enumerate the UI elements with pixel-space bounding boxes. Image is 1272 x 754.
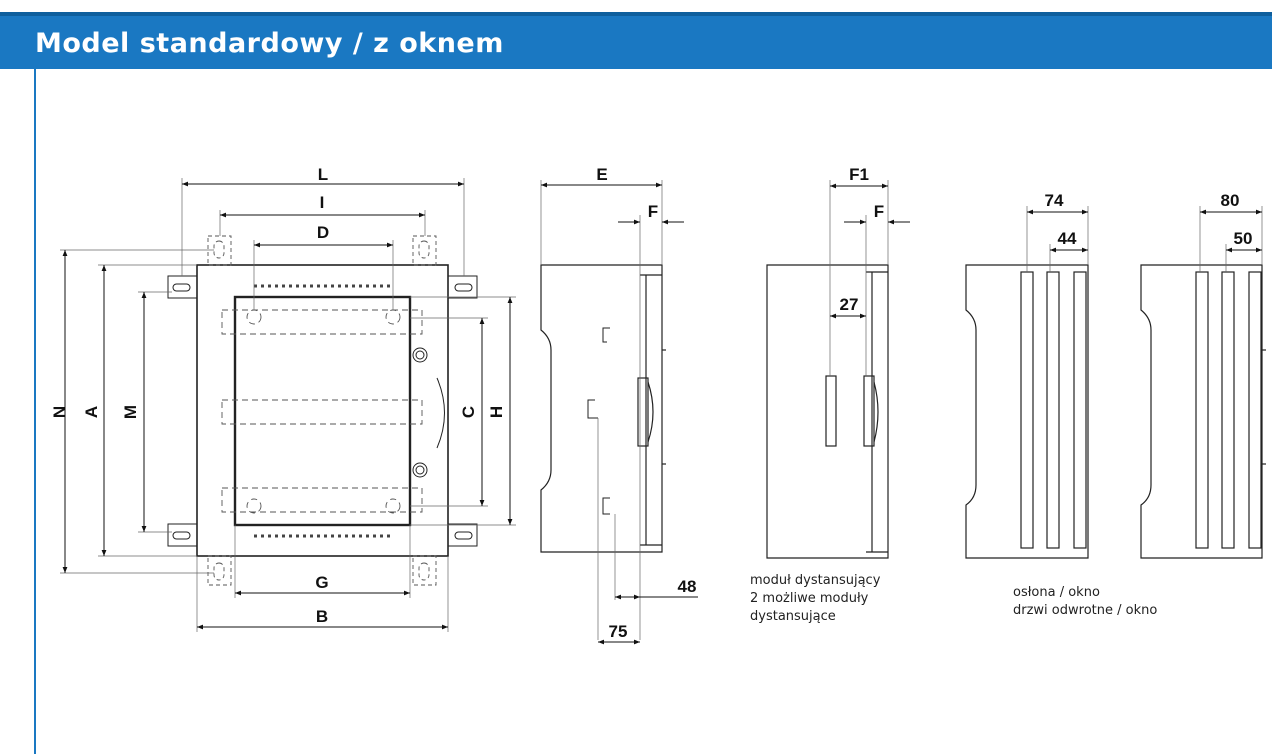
hinge-top [412,347,428,363]
spacer-caption-line-3: dystansujące [750,609,836,624]
dim-label-M: M [121,405,140,419]
dim-label-44: 44 [1058,229,1077,248]
spacer-caption-line-2: 2 możliwe moduły [750,591,869,606]
front-view [60,178,516,632]
cover-view-right [1140,206,1266,559]
dim-label-I: I [320,193,325,212]
dim-label-F1: F1 [849,165,869,184]
page-title: Model standardowy / z oknem [35,28,504,59]
hinge-bottom [412,462,428,478]
dim-label-F-side: F [648,202,658,221]
din-rails [221,309,423,514]
cover-view-left [965,206,1089,559]
dashed-lugs [207,235,437,586]
dim-label-H: H [487,406,506,418]
dim-label-E: E [596,165,607,184]
cover-caption: osłona / okno drzwi odwrotne / okno [1013,585,1157,618]
frame-left-border [34,69,36,754]
rail-clips [587,327,610,515]
door-handle [436,377,445,449]
cover-view-right-labels: 80 50 [1221,191,1253,248]
dim-label-D: D [317,223,329,242]
dim-label-A: A [82,406,101,418]
enclosure-outline [196,264,449,557]
spacer-caption-line-1: moduł dystansujący [750,573,881,588]
cover-view-left-labels: 74 44 [1045,191,1077,248]
dim-label-27: 27 [840,295,859,314]
window-frame [233,295,412,527]
spacer-view-labels: F1 F 27 moduł dystansujący 2 możliwe mod… [750,165,884,624]
dim-label-C: C [459,406,478,418]
side-view [540,180,698,645]
front-view-labels: L I D G B N A M C H [50,165,506,626]
dim-label-F-spacer: F [874,202,884,221]
dim-label-N: N [50,406,69,418]
dim-label-50: 50 [1234,229,1253,248]
dim-label-75: 75 [609,622,628,641]
dim-label-74: 74 [1045,191,1064,210]
cover-caption-line-1: osłona / okno [1013,585,1100,600]
dim-label-B: B [316,607,328,626]
spacer-body [766,264,889,559]
spacer-view [766,180,910,559]
cover-caption-line-2: drzwi odwrotne / okno [1013,603,1157,618]
dim-label-48: 48 [678,577,697,596]
side-body [540,264,663,553]
dim-label-L: L [318,165,328,184]
side-view-labels: E F 48 75 [596,165,696,641]
dim-label-G: G [315,573,328,592]
header-bar: Model standardowy / z oknem [0,12,1272,69]
mounting-lugs [167,275,478,547]
dim-label-80: 80 [1221,191,1240,210]
